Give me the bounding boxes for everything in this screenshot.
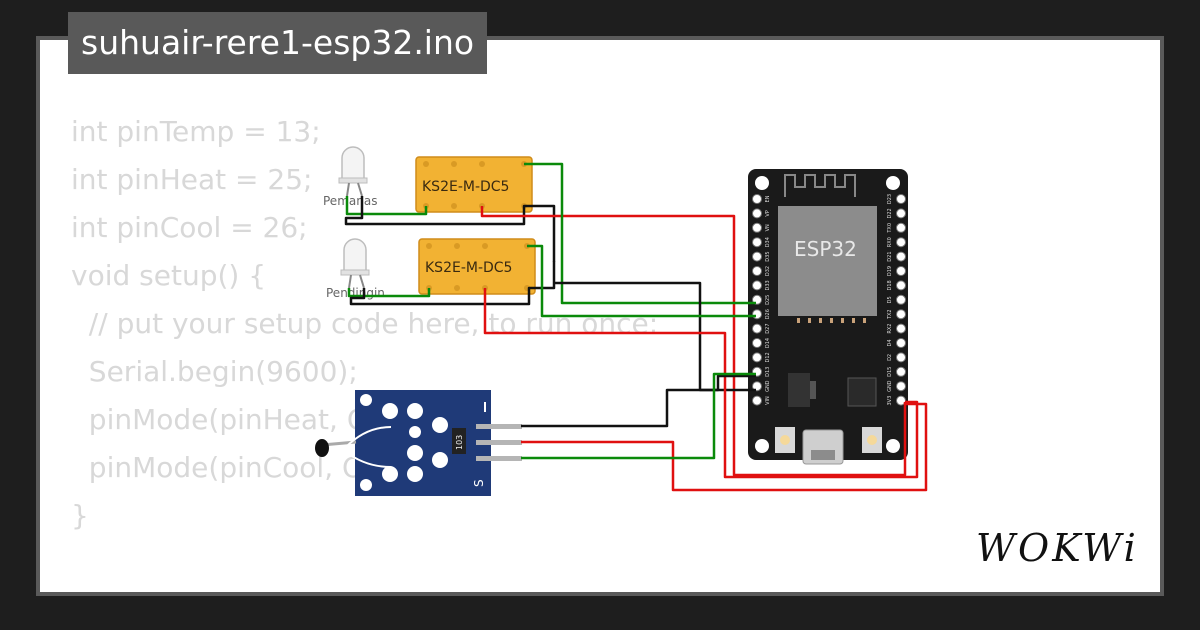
right-pin-label: 3V3 [887, 396, 893, 406]
right-pin-label: D18 [887, 280, 893, 290]
wire-black-sensor[interactable] [521, 374, 756, 428]
right-pin-label: D23 [887, 194, 893, 204]
right-pin-label: RX0 [887, 237, 893, 247]
wire-green-led2[interactable] [347, 288, 431, 298]
wires [344, 162, 928, 492]
code-line: int pinHeat = 25; [71, 163, 313, 196]
right-pin-hole[interactable] [896, 237, 906, 248]
left-pin-label: D26 [765, 309, 771, 319]
left-pin-label: D13 [765, 367, 771, 377]
right-pin-label: D21 [887, 251, 893, 261]
left-pin-hole[interactable] [752, 194, 762, 204]
left-pin-hole[interactable] [752, 352, 762, 363]
left-pin-label: D33 [765, 280, 771, 290]
led-pendingin[interactable] [340, 238, 370, 289]
right-pin-hole[interactable] [896, 194, 906, 204]
left-pin-hole[interactable] [752, 381, 762, 392]
right-pin-label: D4 [887, 339, 893, 346]
wire-red-bottom[interactable] [483, 288, 919, 479]
left-pin-hole[interactable] [752, 237, 762, 248]
right-pin-label: GND [887, 380, 893, 392]
wire-green-d25[interactable] [524, 162, 756, 305]
wire-green-sensor[interactable] [521, 372, 756, 460]
right-pin-hole[interactable] [896, 381, 906, 392]
led-pemanas-label: Pemanas [323, 194, 377, 208]
code-line: int pinCool = 26; [71, 211, 308, 244]
left-pin-label: D14 [765, 338, 771, 348]
left-pin-label: VN [765, 224, 771, 231]
right-pin-hole[interactable] [896, 309, 906, 320]
wire-black-led2[interactable] [349, 260, 756, 392]
left-pin-hole[interactable] [752, 280, 762, 291]
right-pin-hole[interactable] [896, 366, 906, 377]
left-pin-hole[interactable] [752, 251, 762, 262]
relay-top[interactable] [415, 156, 533, 213]
left-pin-label: D34 [765, 237, 771, 247]
right-pin-label: D15 [887, 367, 893, 377]
right-pin-hole[interactable] [896, 280, 906, 291]
left-pin-label: D27 [765, 323, 771, 333]
wire-green-d26[interactable] [527, 244, 756, 318]
esp32-chip-label: ESP32 [794, 237, 857, 261]
wokwi-logo: WOKWi [976, 526, 1139, 570]
relay-bottom-label: KS2E-M-DC5 [425, 260, 512, 276]
preview-card: int pinTemp = 13; int pinHeat = 25; int pi… [36, 36, 1164, 596]
left-pin-label: D12 [765, 352, 771, 362]
left-pin-label: D35 [765, 251, 771, 261]
code-line: Serial.begin(9600); [71, 355, 358, 388]
relay-top-label: KS2E-M-DC5 [422, 179, 509, 195]
left-pin-hole[interactable] [752, 208, 762, 219]
wire-red-sensor[interactable] [521, 402, 928, 492]
right-pin-label: D19 [887, 266, 893, 276]
sensor-pin-label: S [472, 479, 486, 487]
right-pin-hole[interactable] [896, 352, 906, 363]
right-pin-hole[interactable] [896, 294, 906, 305]
left-pin-hole[interactable] [752, 266, 762, 276]
right-pin-hole[interactable] [896, 251, 906, 262]
right-pin-hole[interactable] [896, 323, 906, 334]
code-line: } [71, 499, 89, 532]
right-pin-hole[interactable] [896, 222, 906, 233]
resistor-label: 103 [455, 435, 464, 450]
left-pin-label: VIN [765, 396, 771, 405]
right-pin-hole[interactable] [896, 338, 906, 348]
left-pin-hole[interactable] [752, 395, 762, 406]
temperature-sensor-module[interactable]: 103 S [315, 390, 522, 496]
wire-black-led1[interactable] [344, 196, 556, 262]
led-pemanas[interactable] [338, 146, 368, 197]
file-title-tab[interactable]: suhuair-rere1-esp32.ino [68, 12, 488, 74]
code-line: // put your setup code here, to run once… [71, 307, 659, 340]
left-pin-label: VP [765, 210, 771, 216]
left-pin-hole[interactable] [752, 309, 762, 320]
right-pin-label: RX2 [887, 324, 893, 334]
code-line: int pinTemp = 13; [71, 115, 321, 148]
right-pin-label: TX0 [887, 223, 893, 234]
left-pin-hole[interactable] [752, 338, 762, 348]
left-pin-label: EN [765, 195, 771, 202]
right-pin-hole[interactable] [896, 266, 906, 276]
right-pin-hole[interactable] [896, 208, 906, 219]
right-pin-label: D22 [887, 208, 893, 218]
left-pin-hole[interactable] [752, 323, 762, 334]
wire-red-top[interactable] [480, 206, 907, 477]
right-pin-label: TX2 [887, 309, 893, 320]
left-pin-label: D32 [765, 266, 771, 276]
left-pin-hole[interactable] [752, 222, 762, 233]
esp32-board[interactable]: ESP32 ENVPVND34D35D32D33D25D26D27D14D12D… [748, 169, 908, 465]
right-pin-hole[interactable] [896, 395, 906, 406]
right-pin-label: D5 [887, 296, 893, 303]
relay-bottom[interactable] [418, 238, 536, 295]
left-pin-label: GND [765, 380, 771, 392]
right-pin-label: D2 [887, 354, 893, 361]
left-pin-label: D25 [765, 295, 771, 305]
wire-green-led1[interactable] [345, 196, 428, 216]
code-line: void setup() { [71, 259, 267, 292]
